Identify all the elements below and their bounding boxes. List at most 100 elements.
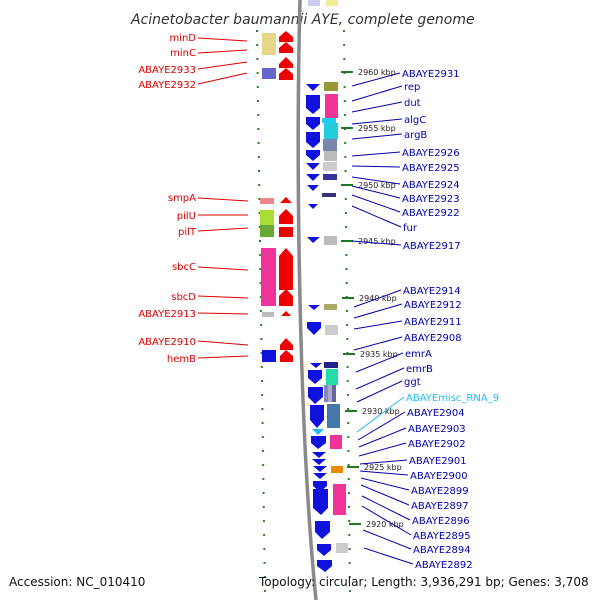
arrow-r7 bbox=[306, 174, 320, 181]
arrow-r22 bbox=[313, 473, 327, 479]
backbone-group bbox=[256, 0, 351, 600]
gene-label-ABAYE2913: ABAYE2913 bbox=[138, 309, 196, 320]
gene-label-ABAYE2897: ABAYE2897 bbox=[411, 501, 469, 512]
feature-pilT bbox=[260, 225, 274, 237]
gene-label-minD: minD bbox=[169, 33, 196, 44]
gene-label-ABAYE2904: ABAYE2904 bbox=[407, 408, 465, 419]
feature-slate bbox=[323, 139, 337, 151]
gene-label-ABAYE2923: ABAYE2923 bbox=[402, 194, 460, 205]
gene-label-pilU: pilU bbox=[177, 211, 196, 222]
gene-label-ABAYE2896: ABAYE2896 bbox=[412, 516, 470, 527]
leader-line bbox=[351, 205, 402, 228]
arrow-r10 bbox=[307, 237, 320, 243]
topology-text: Topology: circular; Length: 3,936,291 bp… bbox=[258, 575, 589, 589]
leader-line bbox=[351, 72, 401, 87]
leader-line bbox=[356, 380, 403, 403]
arrow-ABAYE2932 bbox=[279, 68, 293, 80]
leader-line bbox=[197, 340, 249, 346]
leader-line bbox=[351, 240, 402, 246]
feature-smpA bbox=[260, 198, 274, 204]
right-labels: ABAYE2931 rep dut algC argB ABAYE2926 AB… bbox=[351, 69, 499, 571]
feature-stripe-b bbox=[328, 385, 332, 402]
gene-label-smpA: smpA bbox=[168, 193, 196, 204]
gene-label-ABAYE2933: ABAYE2933 bbox=[138, 65, 196, 76]
arrow-r13 bbox=[310, 363, 322, 368]
arrow-r23 bbox=[313, 481, 327, 492]
arrow-sbcC bbox=[279, 248, 293, 290]
gene-label-argB: argB bbox=[404, 130, 427, 141]
leader-line bbox=[357, 411, 406, 441]
leader-line bbox=[355, 367, 405, 390]
feature-cyan-a bbox=[322, 118, 336, 123]
arrow-r11 bbox=[308, 305, 320, 310]
gene-label-sbcD: sbcD bbox=[171, 292, 196, 303]
arrow-r27 bbox=[317, 560, 332, 572]
feature-partial-blue bbox=[308, 0, 320, 6]
arrow-hemB bbox=[280, 350, 293, 362]
leader-line bbox=[351, 101, 403, 113]
leader-line bbox=[361, 505, 412, 536]
leader-line bbox=[197, 72, 248, 85]
gene-label-ABAYE2902: ABAYE2902 bbox=[408, 439, 466, 450]
feature-sbcD bbox=[261, 288, 276, 306]
feature-minD bbox=[262, 33, 276, 55]
feature-magenta-c bbox=[333, 484, 346, 515]
gene-label-rep: rep bbox=[404, 82, 420, 93]
arrow-r15 bbox=[308, 387, 323, 404]
arrow-r21 bbox=[313, 466, 327, 472]
tick-label: 2930 kbp bbox=[362, 407, 400, 416]
arrow-r6 bbox=[306, 163, 320, 170]
feature-stripe-a bbox=[324, 385, 328, 402]
feature-cyan-b bbox=[324, 123, 338, 139]
arrow-r8 bbox=[307, 185, 319, 191]
gene-label-ABAYE2926: ABAYE2926 bbox=[402, 148, 460, 159]
arrow-r20 bbox=[312, 459, 326, 465]
gene-label-hemB: hemB bbox=[167, 354, 196, 365]
forward-features bbox=[260, 31, 293, 362]
top-partial-features bbox=[308, 0, 338, 6]
leader-line bbox=[197, 266, 249, 271]
leader-line bbox=[356, 396, 405, 433]
leader-line bbox=[351, 151, 401, 157]
feature-navy-c bbox=[324, 362, 338, 368]
gene-label-ABAYE2895: ABAYE2895 bbox=[413, 531, 471, 542]
leader-line bbox=[360, 484, 410, 506]
arrow-r26 bbox=[317, 544, 331, 556]
leader-line bbox=[197, 355, 249, 359]
gene-label-ABAYE2901: ABAYE2901 bbox=[409, 456, 467, 467]
feature-grey-a bbox=[324, 151, 337, 161]
leader-line bbox=[197, 61, 248, 70]
map-title: Acinetobacter baumannii AYE, complete ge… bbox=[130, 12, 475, 28]
gene-label-ABAYE2894: ABAYE2894 bbox=[413, 545, 471, 556]
tick-label: 2950 kbp bbox=[358, 181, 396, 190]
feature-grey-e bbox=[336, 543, 348, 553]
gene-label-ggt: ggt bbox=[404, 377, 421, 388]
leader-line bbox=[359, 459, 408, 465]
feature-teal bbox=[326, 369, 338, 385]
tick-label: 2960 kbp bbox=[358, 68, 396, 77]
gene-label-sbcC: sbcC bbox=[172, 262, 196, 273]
feature-steel bbox=[327, 404, 340, 428]
arrow-r18 bbox=[311, 436, 326, 449]
leader-line bbox=[355, 352, 404, 373]
leader-line bbox=[362, 529, 412, 550]
feature-ABAYE2932 bbox=[262, 68, 276, 79]
leader-line bbox=[353, 320, 403, 330]
arrow-sbcD bbox=[279, 289, 293, 306]
leader-line bbox=[351, 185, 401, 199]
feature-stripe-c bbox=[332, 385, 336, 402]
leader-line bbox=[351, 176, 401, 185]
gene-label-ABAYE2925: ABAYE2925 bbox=[402, 163, 460, 174]
feature-grey-c bbox=[324, 236, 337, 245]
arrow-smpA bbox=[280, 197, 292, 203]
gene-label-ABAYE2899: ABAYE2899 bbox=[411, 486, 469, 497]
feature-sbcC bbox=[261, 248, 276, 288]
feature-pilU bbox=[260, 210, 274, 225]
gene-label-ABAYE2914: ABAYE2914 bbox=[403, 286, 461, 297]
gene-label-ABAYE2908: ABAYE2908 bbox=[404, 333, 462, 344]
gene-label-emrA: emrA bbox=[405, 349, 432, 360]
arrow-ABAYE2913 bbox=[281, 311, 291, 316]
arrow-r9 bbox=[308, 204, 318, 209]
feature-navy-a bbox=[323, 174, 337, 180]
arrow-ABAYE2933 bbox=[279, 57, 293, 68]
